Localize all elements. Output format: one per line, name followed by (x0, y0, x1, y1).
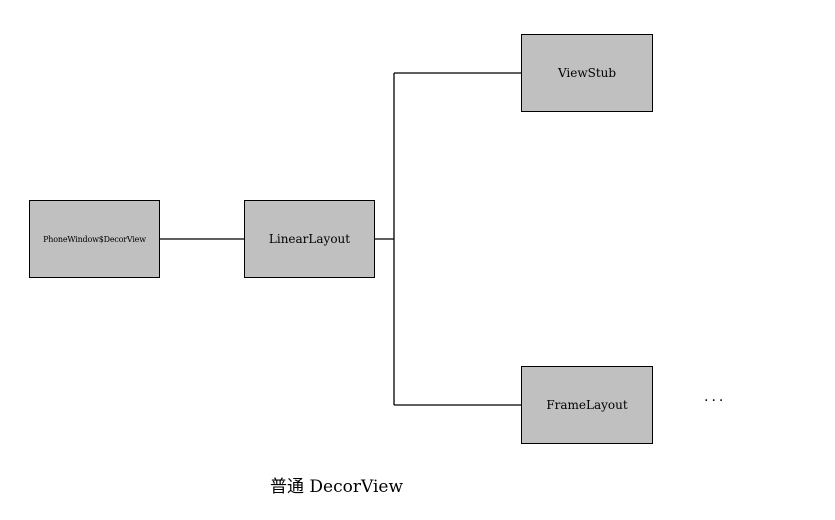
node-label: FrameLayout (546, 398, 628, 412)
node-phonewindow-decorview: PhoneWindow$DecorView (29, 200, 160, 278)
node-viewstub: ViewStub (521, 34, 653, 112)
node-linearlayout: LinearLayout (244, 200, 375, 278)
node-framelayout: FrameLayout (521, 366, 653, 444)
node-label: PhoneWindow$DecorView (43, 234, 146, 244)
more-children-ellipsis: ... (704, 389, 727, 405)
node-label: LinearLayout (268, 232, 351, 246)
node-label: ViewStub (557, 66, 617, 80)
diagram-caption: 普通 DecorView (270, 477, 404, 497)
